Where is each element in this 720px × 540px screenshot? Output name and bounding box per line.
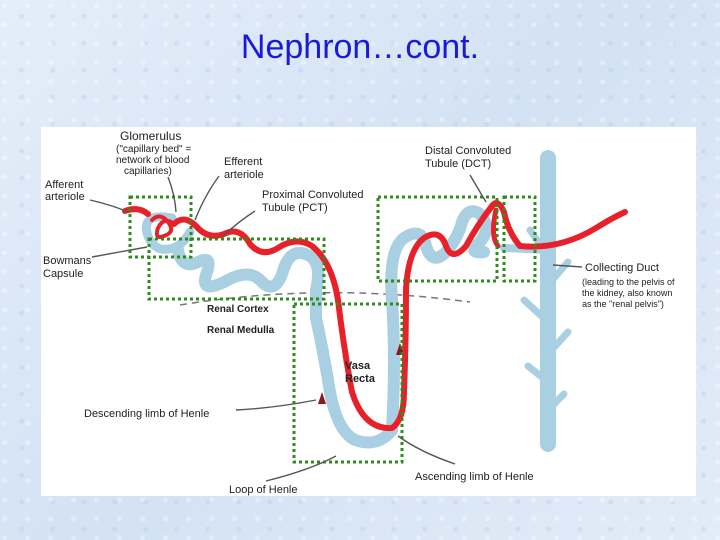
peritubular-loop (490, 207, 501, 249)
highlight-box-collecting (502, 195, 537, 283)
label-collecting-note-1: (leading to the pelvis of (582, 277, 675, 287)
descending-limb-shape (310, 284, 398, 449)
label-glomerulus-note-2: network of blood (116, 155, 189, 166)
label-glomerulus: Glomerulus (120, 129, 181, 143)
label-glomerulus-note-3: capillaries) (124, 166, 172, 177)
highlight-box-glomerulus (128, 195, 193, 259)
highlight-box-loop (292, 302, 404, 464)
efferent-arteriole-shape (171, 200, 628, 432)
blood-vessels (122, 200, 628, 432)
label-pct-1: Proximal Convoluted (262, 189, 364, 201)
label-ascending-limb: Ascending limb of Henle (415, 471, 534, 483)
label-dct-1: Distal Convoluted (425, 145, 511, 157)
label-glomerulus-note-1: ("capillary bed" = (116, 144, 191, 155)
nephron-diagram-svg: Glomerulus ("capillary bed" = network of… (43, 129, 675, 496)
ascending-limb-shape (385, 205, 492, 436)
label-dct-2: Tubule (DCT) (425, 158, 491, 170)
label-afferent-2: arteriole (45, 191, 85, 203)
label-afferent-1: Afferent (45, 179, 83, 191)
nephron-diagram: Glomerulus ("capillary bed" = network of… (41, 127, 696, 496)
label-bowmans-2: Capsule (43, 268, 83, 280)
label-vasa-recta-1: Vasa (345, 360, 371, 372)
highlight-boxes (128, 195, 537, 464)
glomerulus-shape (150, 214, 176, 239)
label-collecting-duct: Collecting Duct (585, 262, 659, 274)
label-pct-2: Tubule (PCT) (262, 202, 328, 214)
label-loop-of-henle: Loop of Henle (229, 484, 298, 496)
pct-shape (172, 244, 324, 296)
vasa-recta-arrow-down (318, 392, 326, 404)
label-renal-medulla: Renal Medulla (207, 325, 275, 336)
label-efferent-1: Efferent (224, 156, 262, 168)
tubule (142, 150, 572, 452)
label-efferent-2: arteriole (224, 169, 264, 181)
label-collecting-note-3: as the "renal pelvis") (582, 299, 664, 309)
label-bowmans-1: Bowmans (43, 255, 92, 267)
label-renal-cortex: Renal Cortex (207, 304, 269, 315)
highlight-box-pct (147, 237, 326, 301)
label-vasa-recta-2: Recta (345, 373, 376, 385)
leader-lines (89, 174, 583, 482)
slide-title: Nephron…cont. (240, 28, 480, 66)
afferent-arteriole-shape (122, 206, 151, 217)
label-descending-limb: Descending limb of Henle (84, 408, 209, 420)
label-collecting-note-2: the kidney, also known (582, 288, 672, 298)
